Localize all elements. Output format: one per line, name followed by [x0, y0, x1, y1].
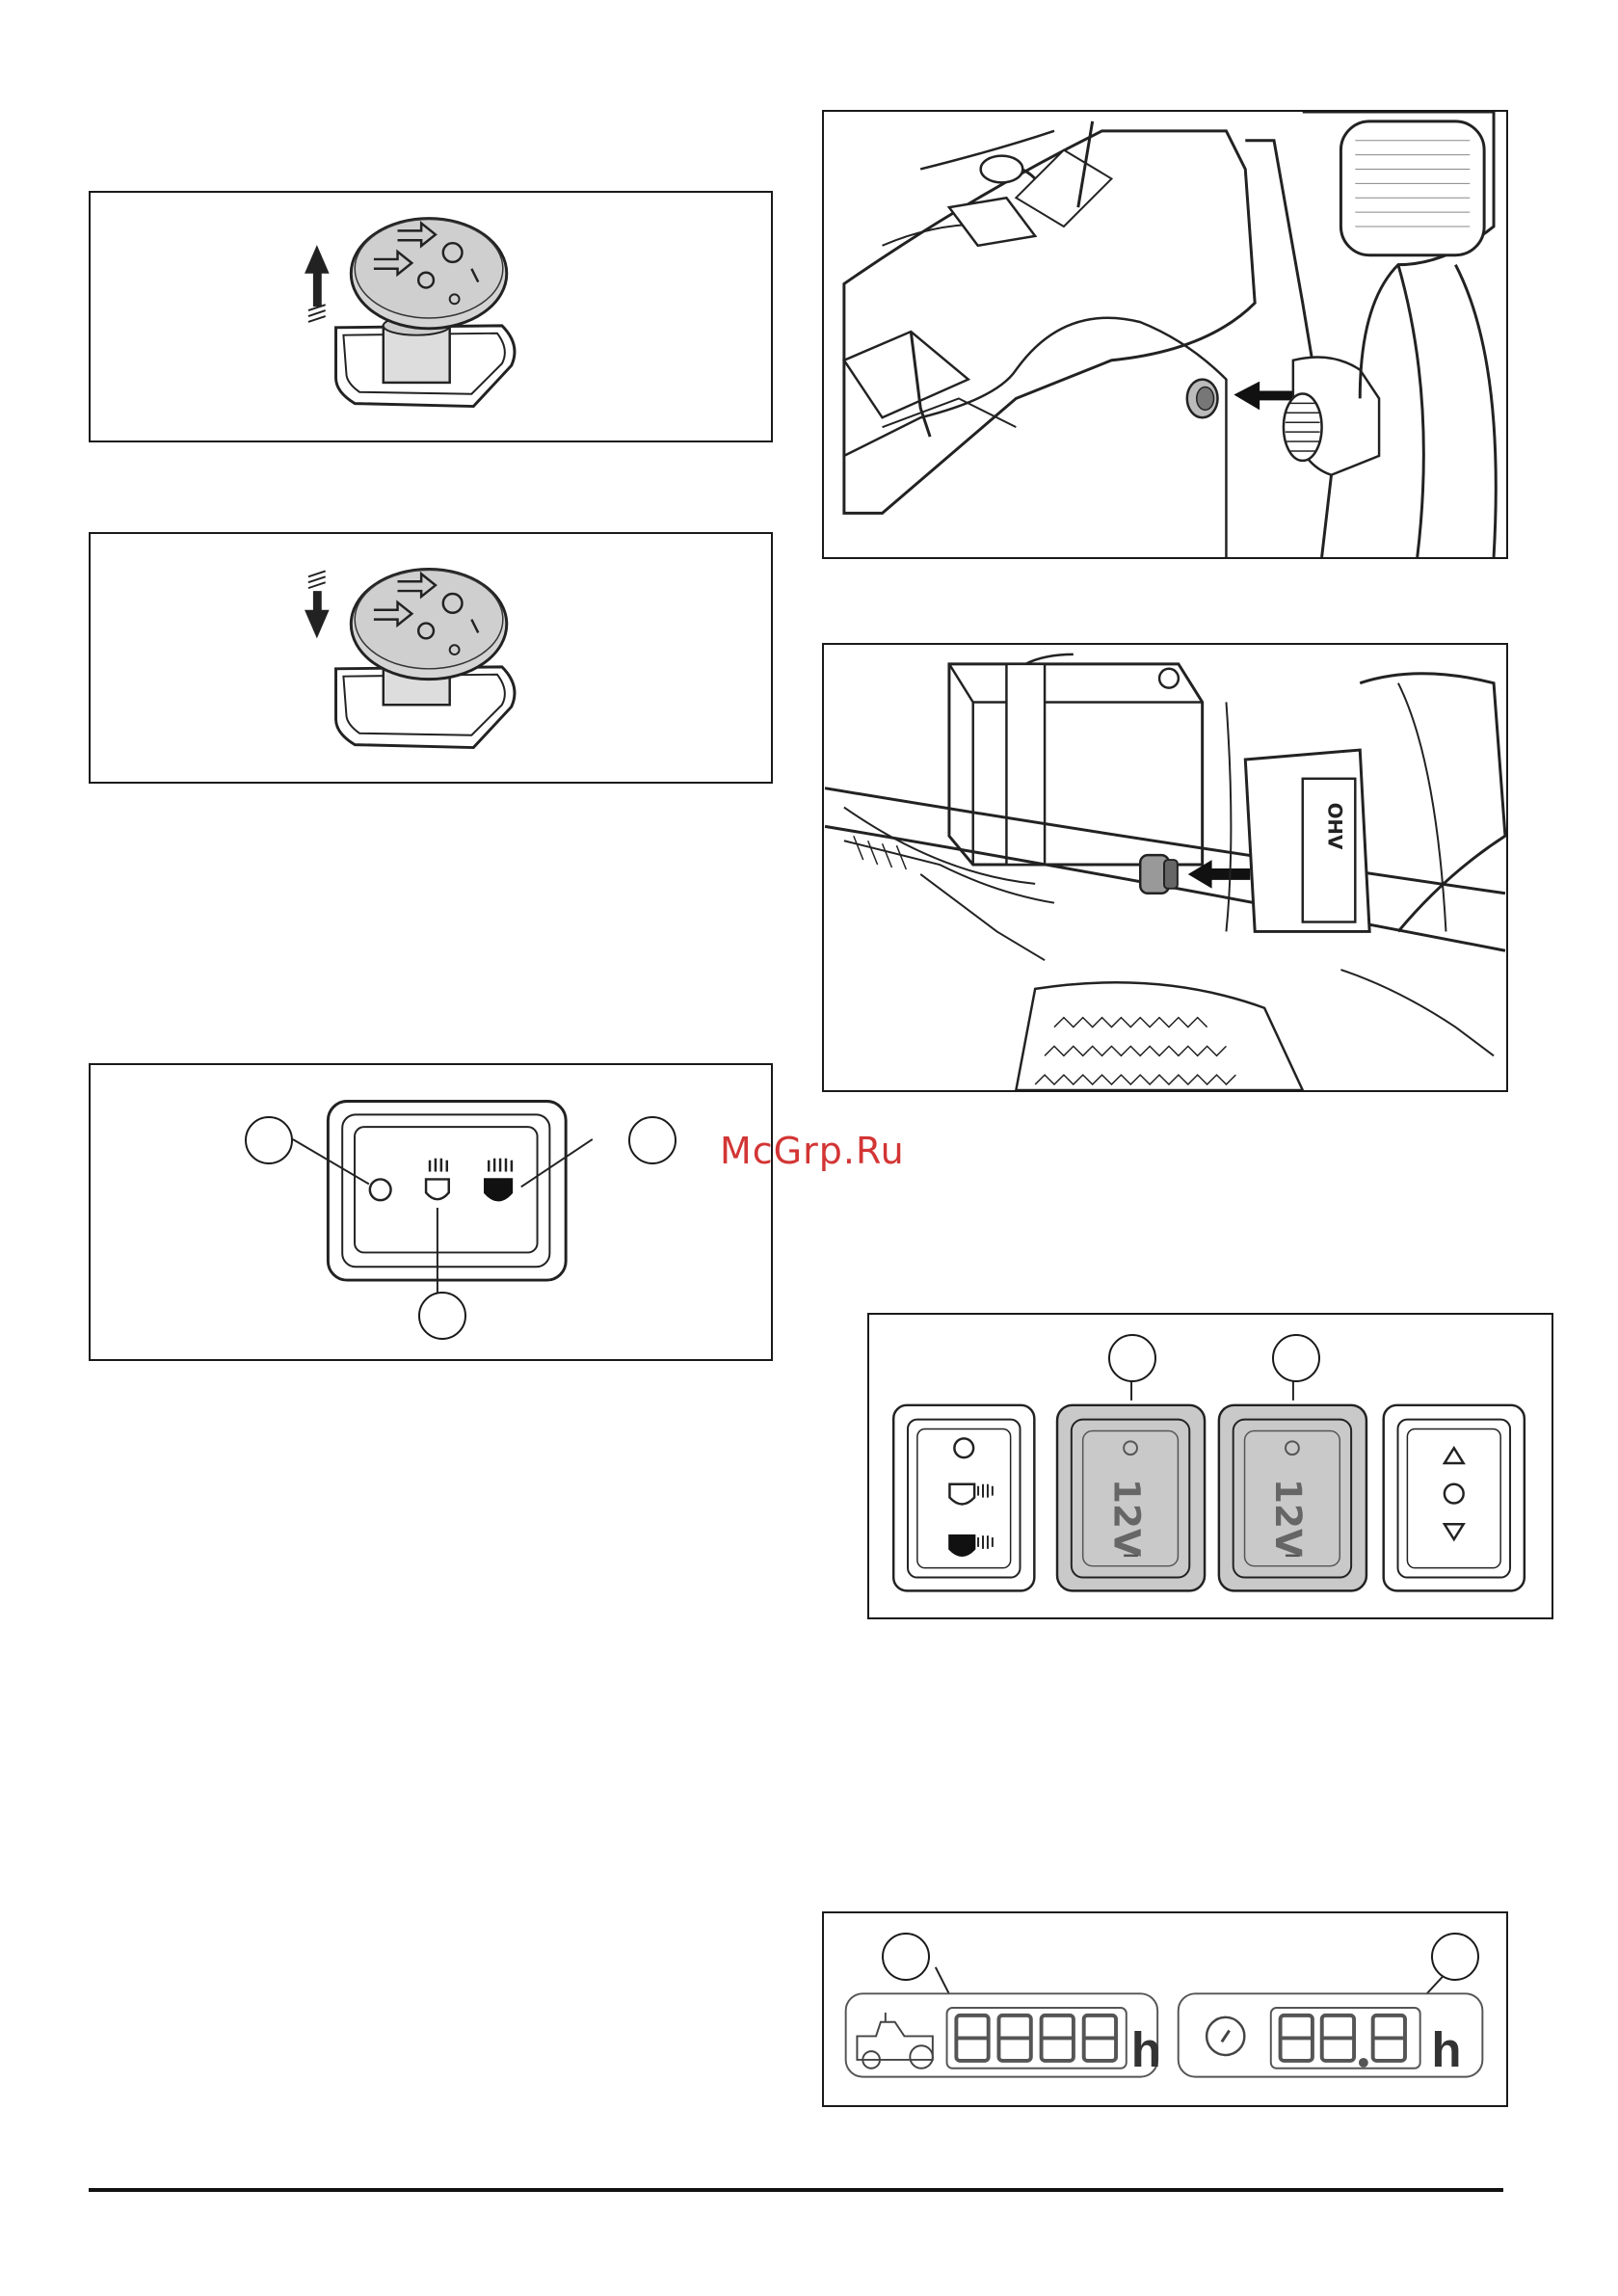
- headlight-low-icon: [949, 1484, 974, 1505]
- callout-2: [1272, 1334, 1320, 1382]
- figure-knob-push-down: [89, 532, 773, 784]
- hood-illustration: [824, 112, 1506, 557]
- figure-hood-socket-location: [822, 110, 1508, 559]
- hour-meter-illustration: h h: [824, 1913, 1506, 2105]
- ohv-badge-text: OHV: [1324, 803, 1346, 850]
- watermark: McGrp.Ru: [720, 1130, 905, 1172]
- footer-rule: [89, 2188, 1503, 2192]
- callout-3: [628, 1116, 676, 1164]
- arrow-up-icon: [305, 245, 330, 322]
- callout-2: [418, 1292, 466, 1340]
- knob-pull-illustration: [91, 193, 771, 441]
- cruise-knob-icon: [336, 219, 515, 407]
- arrow-down-icon: [305, 571, 330, 638]
- battery-illustration: OHV: [824, 645, 1506, 1090]
- socket-1-label: 12V: [1105, 1479, 1148, 1557]
- hour-unit-2: h: [1431, 2022, 1461, 2077]
- socket-panel-illustration: 12V 12V: [869, 1315, 1552, 1617]
- headlight-switch-mini: [893, 1405, 1034, 1591]
- callout-1: [245, 1116, 293, 1164]
- callout-2: [1431, 1933, 1479, 1981]
- lift-switch: [1384, 1405, 1525, 1591]
- figure-headlight-switch: [89, 1063, 773, 1361]
- headlight-high-icon: [949, 1535, 974, 1556]
- callout-1: [1108, 1334, 1156, 1382]
- figure-socket-panel: 12V 12V: [867, 1313, 1553, 1619]
- figure-knob-pull-up: [89, 191, 773, 442]
- knob-push-illustration: [91, 534, 771, 782]
- figure-battery-connector: OHV: [822, 643, 1508, 1092]
- cruise-knob-icon: [336, 569, 515, 747]
- callout-1: [882, 1933, 930, 1981]
- hour-unit-1: h: [1131, 2022, 1161, 2077]
- figure-hour-meter: h h: [822, 1911, 1508, 2107]
- socket-2-label: 12V: [1267, 1479, 1310, 1557]
